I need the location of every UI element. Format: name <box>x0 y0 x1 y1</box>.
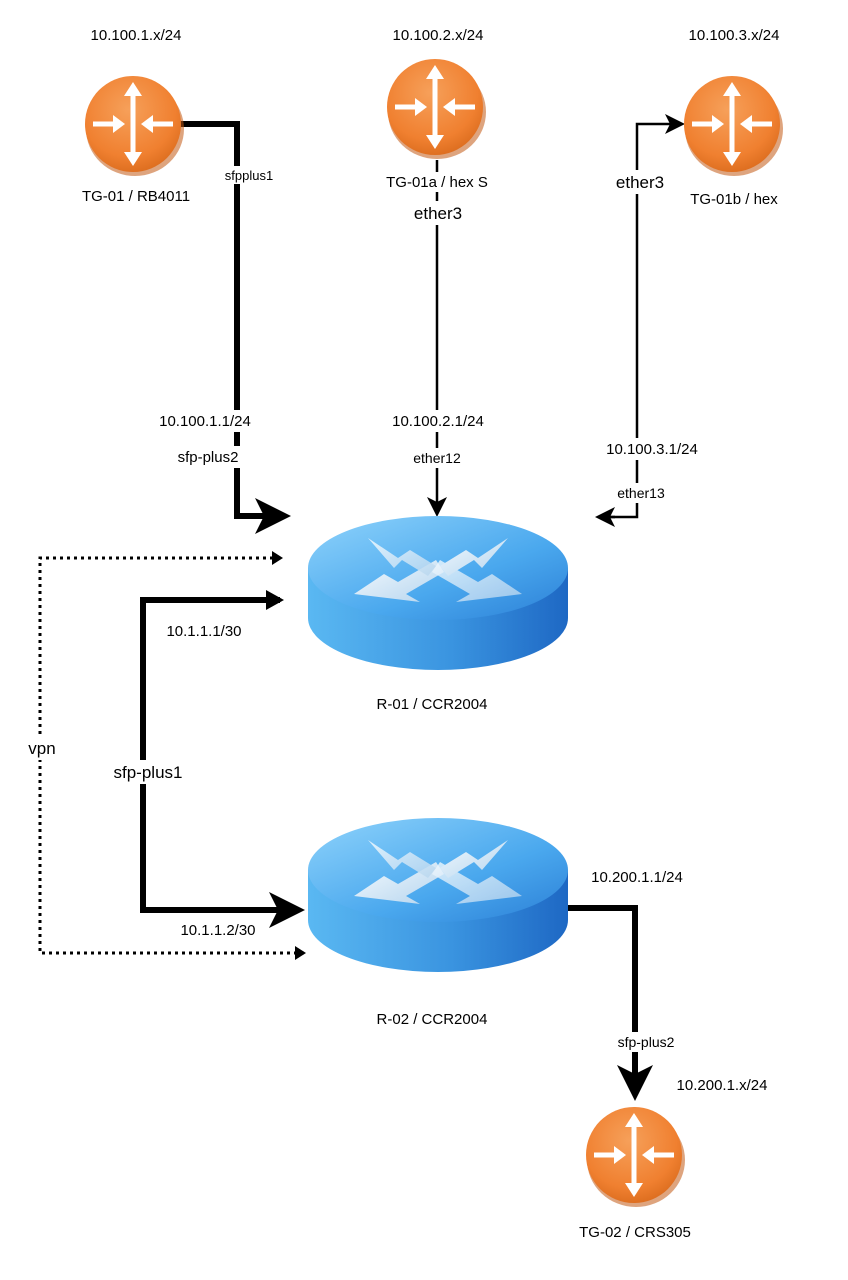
router-tg01a-icon[interactable] <box>387 59 486 159</box>
tg01-subnet-label: 10.100.1.x/24 <box>91 27 182 44</box>
link-tg01-r01 <box>180 121 291 534</box>
tg01-r01-address-label: 10.100.1.1/24 <box>159 413 251 430</box>
link-vpn <box>38 551 306 960</box>
tg01b-r01-address-label: 10.100.3.1/24 <box>606 441 698 458</box>
router-tg01-icon[interactable] <box>85 76 184 176</box>
tg01a-r01-address-label: 10.100.2.1/24 <box>392 413 484 430</box>
tg01-iface-label: sfpplus1 <box>225 168 273 183</box>
link-r02-tg02 <box>568 905 653 1101</box>
r02-name-label: R-02 / CCR2004 <box>377 1011 488 1028</box>
tg01b-subnet-label: 10.100.3.x/24 <box>689 27 780 44</box>
tg02-name-label: TG-02 / CRS305 <box>579 1224 691 1241</box>
tg01-name-label: TG-01 / RB4011 <box>82 188 190 205</box>
router-r01-icon[interactable] <box>308 516 568 670</box>
tg01a-iface-label: ether3 <box>414 204 462 223</box>
tg01b-name-label: TG-01b / hex <box>690 191 778 208</box>
r01-ether13-label: ether13 <box>617 485 665 501</box>
r01-sfpplus2-label: sfp-plus2 <box>178 449 239 466</box>
link-r01-r02 <box>140 590 305 928</box>
r01-r02-address-r02-label: 10.1.1.2/30 <box>180 922 255 939</box>
router-tg02-icon[interactable] <box>586 1107 685 1207</box>
r01-ether12-label: ether12 <box>413 450 461 466</box>
r02-tg02-address-label: 10.200.1.1/24 <box>591 869 683 886</box>
r02-tg02-iface-label: sfp-plus2 <box>618 1034 675 1050</box>
vpn-label: vpn <box>28 739 55 758</box>
link-tg01b-r01 <box>595 114 685 527</box>
tg01b-iface-label: ether3 <box>616 173 664 192</box>
r01-r02-address-r01-label: 10.1.1.1/30 <box>166 623 241 640</box>
r01-name-label: R-01 / CCR2004 <box>377 696 488 713</box>
r01-r02-iface-label: sfp-plus1 <box>114 763 183 782</box>
router-tg01b-icon[interactable] <box>684 76 783 176</box>
tg01a-name-label: TG-01a / hex S <box>386 174 488 191</box>
router-r02-icon[interactable] <box>308 818 568 972</box>
tg01a-subnet-label: 10.100.2.x/24 <box>393 27 484 44</box>
tg02-subnet-label: 10.200.1.x/24 <box>677 1077 768 1094</box>
